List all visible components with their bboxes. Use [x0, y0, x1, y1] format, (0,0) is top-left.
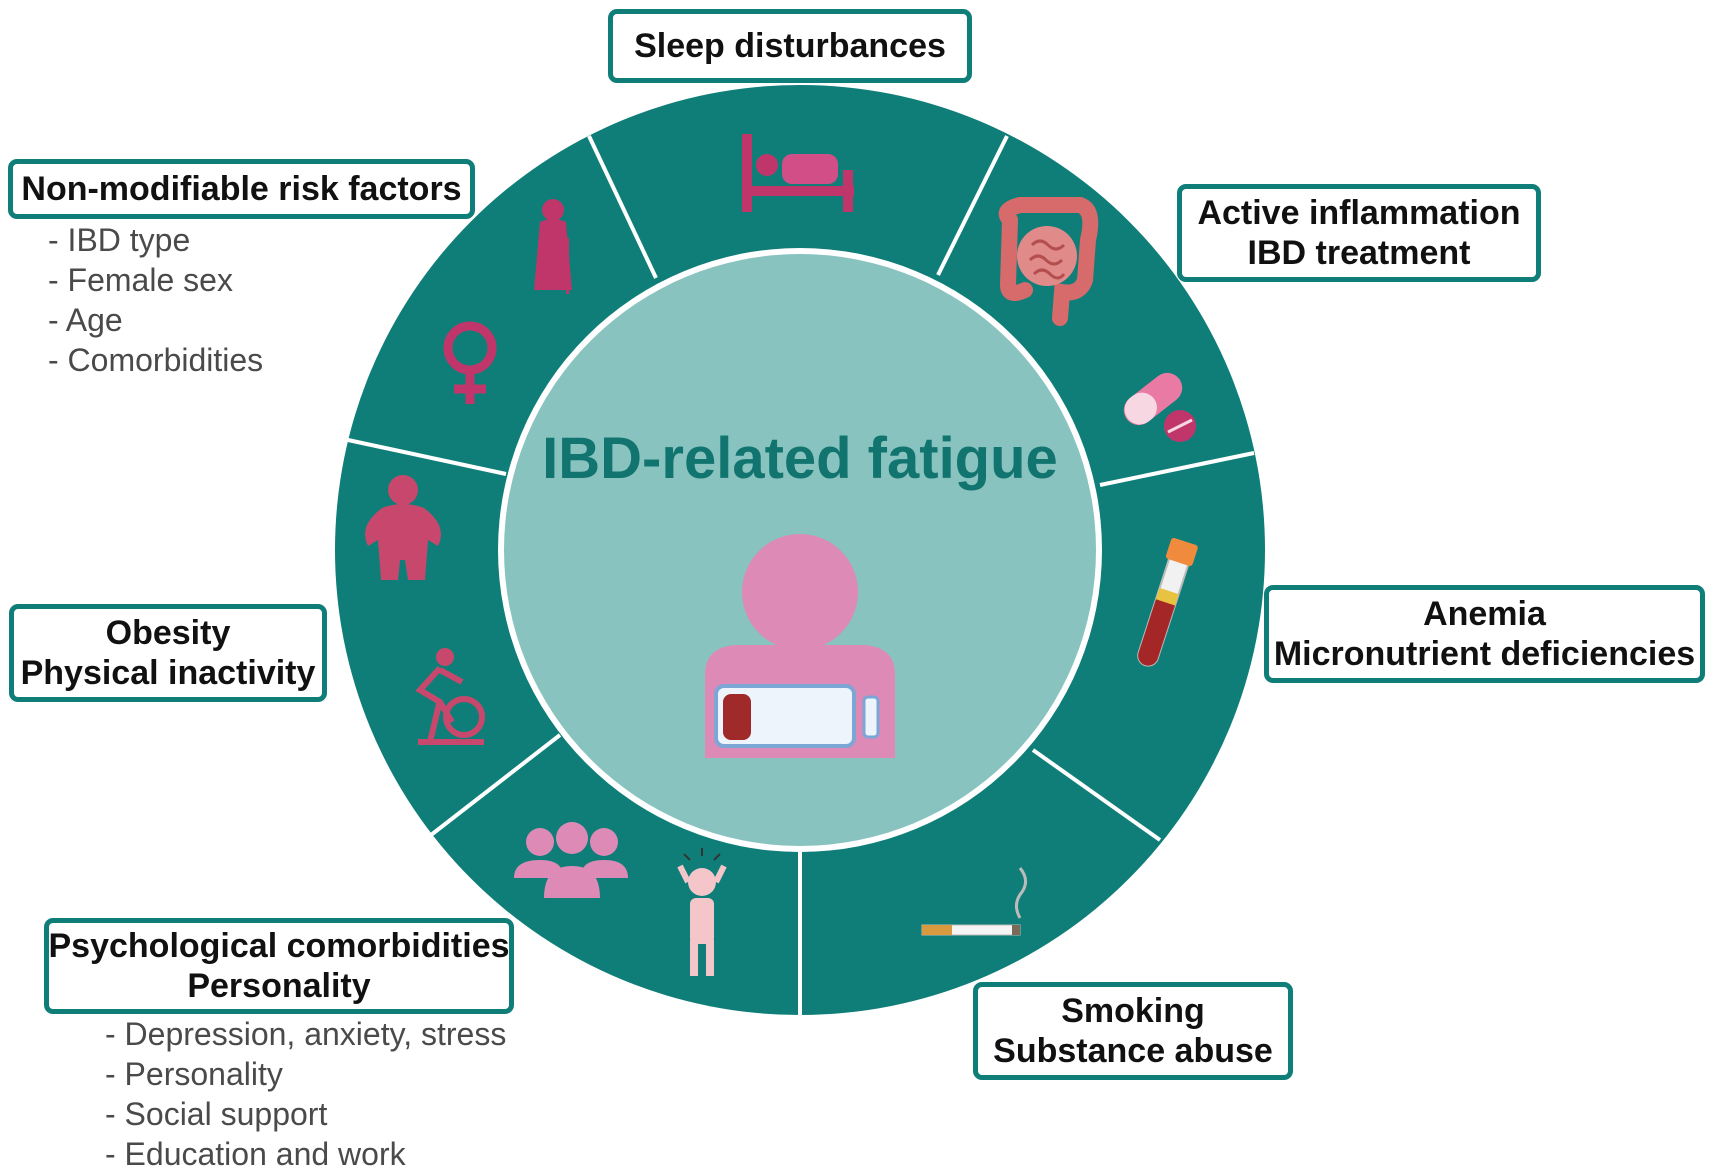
smoking-label: Smoking Substance abuse: [973, 982, 1293, 1080]
list-item: - Education and work: [105, 1136, 406, 1172]
obese-person-icon: [365, 475, 441, 580]
female-symbol-icon: [443, 321, 497, 404]
list-item: - Comorbidities: [48, 342, 264, 378]
list-item: - Depression, anxiety, stress: [105, 1016, 507, 1052]
anemia-text: Anemia: [1423, 595, 1546, 633]
elderly-person-icon: [534, 199, 572, 294]
substance-abuse-text: Substance abuse: [993, 1032, 1273, 1070]
list-item: - Age: [48, 302, 123, 338]
list-item: - Social support: [105, 1096, 328, 1132]
tired-person-icon: [705, 534, 895, 758]
pills-icon: [1123, 372, 1196, 442]
low-battery-icon: [714, 684, 880, 748]
obesity-text: Obesity: [105, 614, 231, 652]
list-item: - Personality: [105, 1056, 283, 1092]
list-item: - Female sex: [48, 262, 233, 298]
non-modifiable-risk-factors-label: Non-modifiable risk factors: [8, 159, 475, 219]
psychological-comorbidities-text: Psychological comorbidities: [48, 927, 510, 965]
obesity-label: Obesity Physical inactivity: [9, 604, 327, 702]
group-icon: [514, 822, 628, 898]
exercise-bike-icon: [415, 648, 485, 745]
list-item: - IBD type: [48, 222, 191, 258]
active-inflammation-label: Active inflammation IBD treatment: [1177, 184, 1541, 282]
sleep-disturbances-text: Sleep disturbances: [634, 27, 946, 65]
anemia-label: Anemia Micronutrient deficiencies: [1264, 585, 1705, 683]
stressed-person-icon: [677, 848, 727, 976]
smoking-text: Smoking: [1061, 992, 1205, 1030]
psychological-factors-list: - Depression, anxiety, stress - Personal…: [105, 1014, 506, 1174]
center-title: IBD-related fatigue: [542, 426, 1058, 491]
personality-text: Personality: [187, 967, 371, 1005]
psychological-comorbidities-label: Psychological comorbidities Personality: [44, 918, 514, 1014]
ibd-treatment-text: IBD treatment: [1247, 234, 1471, 272]
cigarette-icon: [921, 867, 1027, 936]
non-modifiable-risk-factors-text: Non-modifiable risk factors: [21, 170, 462, 208]
segment-dividers: [347, 135, 1255, 1015]
blood-tube-icon: [1137, 537, 1198, 667]
active-inflammation-text: Active inflammation: [1197, 194, 1521, 232]
micronutrient-deficiencies-text: Micronutrient deficiencies: [1273, 635, 1696, 673]
physical-inactivity-text: Physical inactivity: [20, 654, 316, 692]
intestine-icon: [998, 197, 1099, 326]
bed-icon: [742, 134, 854, 212]
sleep-disturbances-label: Sleep disturbances: [608, 9, 972, 83]
non-modifiable-risk-list: - IBD type - Female sex - Age - Comorbid…: [48, 220, 263, 380]
